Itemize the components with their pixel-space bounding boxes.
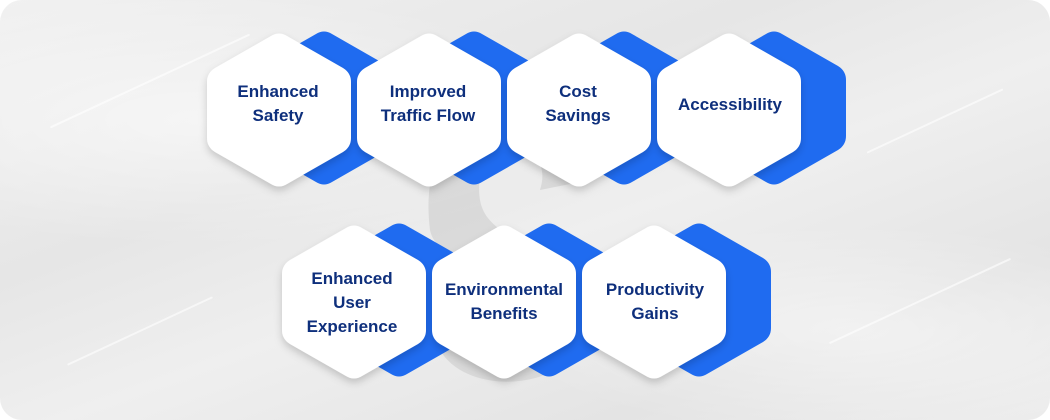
hex-label-improved-traffic-flow: Improved Traffic Flow bbox=[380, 82, 476, 125]
hex-label-accessibility: Accessibility bbox=[678, 95, 782, 114]
hex-label-productivity-gains: Productivity Gains bbox=[605, 280, 705, 323]
hex-label-cost-savings: Cost Savings bbox=[545, 82, 611, 125]
hex-label-enhanced-safety: Enhanced Safety bbox=[237, 82, 319, 125]
hex-label-enhanced-user-experience: Enhanced User Experience bbox=[306, 269, 398, 336]
hex-label-environmental-benefits: Environmental Benefits bbox=[444, 280, 564, 323]
